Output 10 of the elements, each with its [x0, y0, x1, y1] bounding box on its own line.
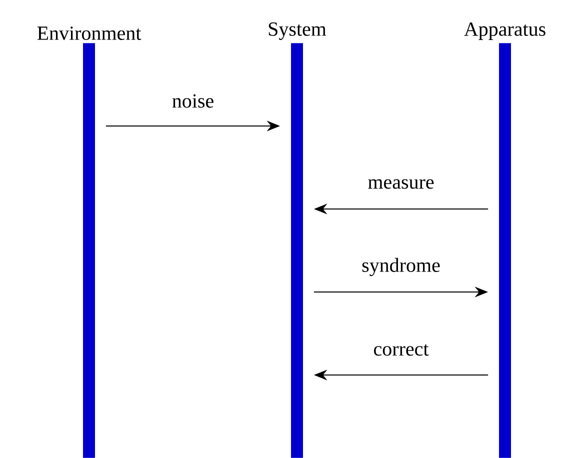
node-label: Environment	[37, 26, 142, 40]
edge-label: noise	[172, 94, 214, 108]
edge-label: syndrome	[362, 258, 440, 276]
vertical-bar: System	[268, 22, 326, 458]
node-label: Apparatus	[464, 22, 546, 40]
edge-label: measure	[368, 179, 434, 189]
node-label: System	[268, 22, 326, 40]
vertical-bar: Apparatus	[464, 22, 546, 458]
edge-label: correct	[374, 344, 429, 356]
vertical-bar: Environment	[37, 26, 142, 458]
